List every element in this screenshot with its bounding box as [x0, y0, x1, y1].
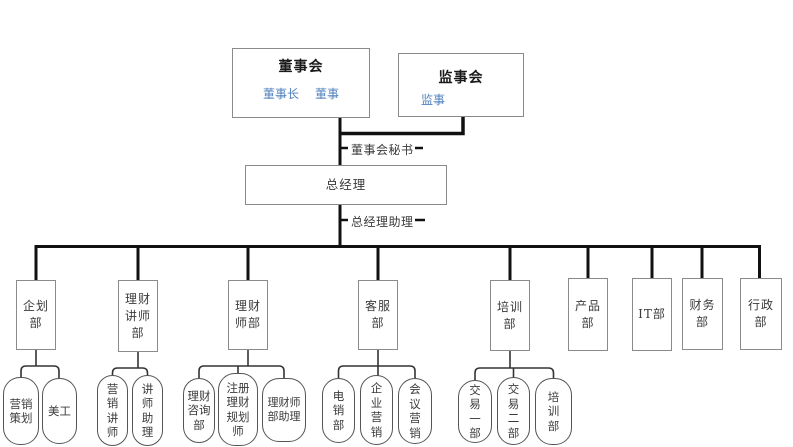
- dept-node-financial-planner[interactable]: 理财 师部: [228, 280, 268, 350]
- dept-node-finance[interactable]: 财务 部: [682, 278, 723, 350]
- team-node-training-sub[interactable]: 培 训 部: [535, 378, 572, 445]
- team-node-telemarketing[interactable]: 电 销 部: [322, 378, 355, 443]
- dept-node-planning[interactable]: 企划 部: [16, 280, 56, 350]
- node-board-of-directors[interactable]: 董事会 董事长 董事: [232, 48, 370, 118]
- board-title: 董事会: [278, 59, 324, 75]
- member-link-supervisor[interactable]: 监事: [421, 93, 446, 107]
- dept-node-training[interactable]: 培训 部: [490, 280, 530, 351]
- team-node-consulting-dept[interactable]: 理财 咨询 部: [183, 378, 215, 443]
- team-node-marketing-lecturer[interactable]: 营 销 讲 师: [97, 375, 128, 446]
- dept-node-product[interactable]: 产品 部: [568, 278, 608, 351]
- general-manager-title: 总经理: [325, 177, 367, 192]
- team-node-marketing-planning[interactable]: 营销 策划: [3, 377, 39, 445]
- dept-node-admin[interactable]: 行政 部: [740, 278, 782, 350]
- team-node-enterprise-marketing[interactable]: 企 业 营 销: [360, 375, 393, 445]
- board-members: 董事长 董事: [233, 85, 369, 102]
- gm-assistant-label: 总经理助理: [350, 213, 415, 230]
- team-node-conference-marketing[interactable]: 会 议 营 销: [398, 378, 432, 444]
- supervisory-title: 监事会: [438, 70, 484, 86]
- supervisory-members: 监事: [399, 91, 523, 108]
- member-link-director[interactable]: 董事: [315, 87, 340, 101]
- node-supervisory-board[interactable]: 监事会 监事: [398, 53, 524, 117]
- team-node-lecturer-assistant[interactable]: 讲 师 助 理: [132, 375, 163, 446]
- team-node-trading-1[interactable]: 交 易 一 部: [458, 380, 492, 443]
- team-node-art-design[interactable]: 美工: [42, 378, 77, 444]
- board-secretary-label: 董事会秘书: [350, 141, 415, 158]
- member-link-chairman[interactable]: 董事长: [262, 87, 299, 101]
- dept-node-customer-service[interactable]: 客服 部: [358, 280, 398, 350]
- team-node-certified-planner[interactable]: 注册 理财 规划 师: [218, 373, 258, 446]
- dept-node-lecturer[interactable]: 理财 讲师 部: [118, 280, 158, 352]
- dept-node-it[interactable]: IT部: [632, 278, 672, 351]
- node-general-manager[interactable]: 总经理: [245, 165, 447, 205]
- team-node-trading-2[interactable]: 交 易 二 部: [497, 377, 530, 445]
- team-node-planner-assistant[interactable]: 理财师 部助理: [262, 378, 306, 442]
